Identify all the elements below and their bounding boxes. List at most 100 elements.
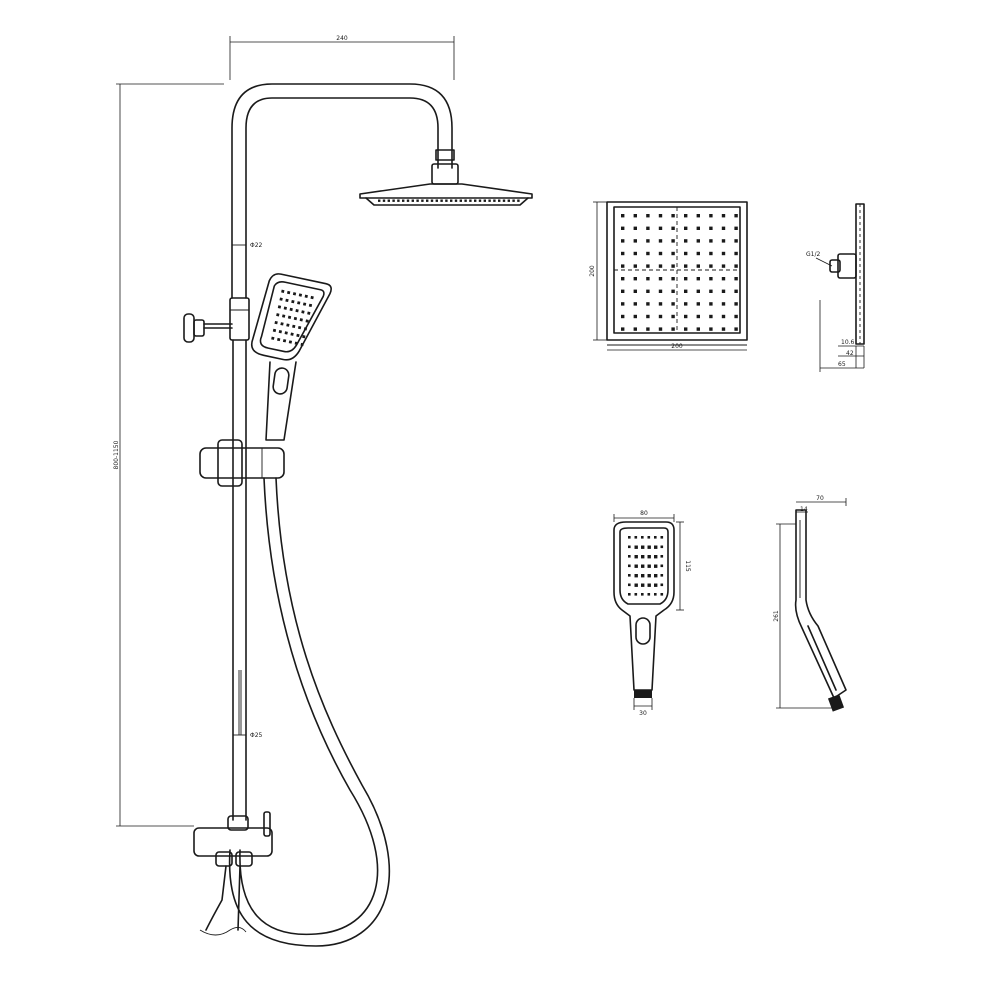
nozzle xyxy=(641,536,644,539)
nozzle xyxy=(684,226,688,230)
nozzle xyxy=(298,293,303,297)
nozzle xyxy=(459,199,462,202)
nozzle xyxy=(278,330,283,334)
nozzle xyxy=(696,314,700,319)
nozzle xyxy=(684,264,688,268)
nozzle xyxy=(282,339,287,343)
nozzle xyxy=(721,226,726,230)
nozzle xyxy=(289,307,293,312)
nozzle xyxy=(280,322,284,326)
nozzle xyxy=(734,226,738,230)
nozzle xyxy=(305,319,309,323)
nozzle xyxy=(671,302,675,306)
hand-shower-front-view: 80 115 30 xyxy=(613,510,691,717)
nozzle xyxy=(287,315,292,319)
nozzle xyxy=(660,564,664,568)
nozzle xyxy=(641,593,644,596)
nozzle xyxy=(293,316,298,321)
nozzle xyxy=(709,264,713,268)
nozzle xyxy=(660,583,664,587)
dim-head-width: 200 xyxy=(671,343,683,350)
nozzle xyxy=(684,214,688,218)
dim-side-depth-a: 42 xyxy=(846,350,854,357)
nozzle xyxy=(696,302,700,306)
nozzle xyxy=(734,239,738,243)
diverter-valve xyxy=(193,811,273,936)
nozzle xyxy=(633,251,637,256)
nozzle xyxy=(646,314,650,319)
nozzle xyxy=(512,199,515,202)
nozzle xyxy=(647,536,651,539)
nozzle xyxy=(646,289,650,293)
nozzle xyxy=(709,214,713,218)
nozzle xyxy=(671,327,675,331)
nozzle xyxy=(647,545,651,549)
nozzle xyxy=(721,251,726,256)
nozzle xyxy=(277,337,281,342)
nozzle xyxy=(684,289,688,293)
nozzle xyxy=(283,306,287,310)
dim-side-thickness: 10.6 xyxy=(841,339,855,346)
nozzle xyxy=(464,199,467,202)
nozzle xyxy=(696,214,700,218)
nozzle xyxy=(709,277,713,281)
nozzle xyxy=(633,314,637,319)
nozzle xyxy=(647,555,651,559)
nozzle xyxy=(276,313,280,317)
nozzle xyxy=(621,264,625,268)
nozzle xyxy=(483,199,486,202)
nozzle xyxy=(378,199,381,202)
nozzle xyxy=(507,199,510,202)
nozzle xyxy=(658,289,663,293)
nozzle xyxy=(634,583,638,587)
nozzle xyxy=(478,199,482,202)
nozzle xyxy=(621,314,625,319)
nozzle xyxy=(684,239,688,243)
nozzle xyxy=(493,199,496,202)
nozzle xyxy=(654,564,658,568)
nozzle xyxy=(721,264,726,268)
nozzle xyxy=(279,297,283,301)
nozzle xyxy=(633,239,637,243)
nozzle xyxy=(406,199,410,202)
nozzle xyxy=(641,555,645,559)
nozzle xyxy=(621,277,625,281)
nozzle xyxy=(646,327,650,331)
nozzle xyxy=(734,251,738,256)
nozzle xyxy=(647,593,651,596)
dim-hand-neck: 30 xyxy=(639,710,647,717)
dim-hand-face: 115 xyxy=(684,560,691,572)
nozzle xyxy=(292,324,296,329)
nozzle xyxy=(284,331,288,335)
nozzle xyxy=(660,555,664,558)
nozzle xyxy=(658,327,663,331)
nozzle xyxy=(734,214,738,218)
nozzle xyxy=(658,302,663,306)
nozzle xyxy=(277,305,282,309)
nozzle xyxy=(658,251,663,256)
nozzle xyxy=(469,199,472,202)
nozzle xyxy=(641,574,645,578)
nozzle xyxy=(709,239,713,243)
nozzle xyxy=(297,301,301,305)
nozzle xyxy=(294,341,298,345)
nozzle xyxy=(271,336,275,340)
nozzle xyxy=(288,340,293,344)
nozzle xyxy=(646,251,650,256)
nozzle xyxy=(660,545,664,549)
nozzle xyxy=(671,289,675,293)
nozzle xyxy=(290,332,294,336)
nozzle xyxy=(633,264,637,268)
nozzle xyxy=(621,226,625,230)
nozzle xyxy=(646,302,650,306)
nozzle xyxy=(628,574,631,577)
nozzle xyxy=(286,323,290,327)
nozzle xyxy=(621,289,625,293)
dim-upper-dia: Φ22 xyxy=(250,242,263,249)
nozzle xyxy=(397,199,400,202)
nozzle xyxy=(654,574,658,578)
nozzle xyxy=(709,314,713,319)
nozzle xyxy=(285,298,289,303)
nozzle xyxy=(517,199,520,202)
